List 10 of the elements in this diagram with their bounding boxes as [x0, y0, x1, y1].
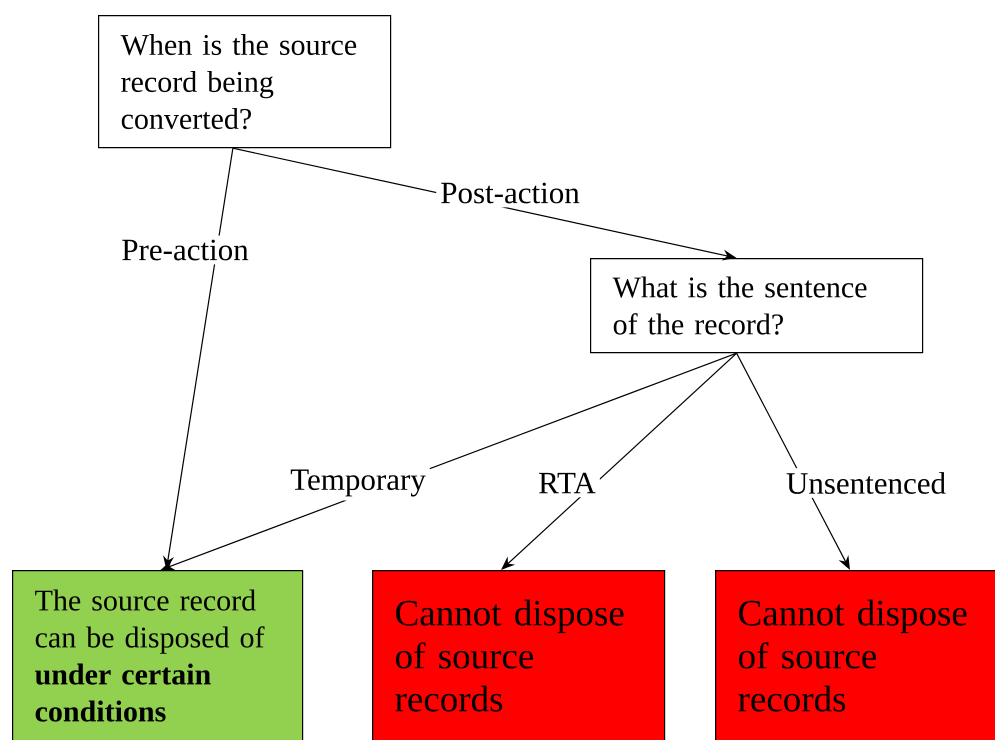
edge-label: Pre-action — [117, 236, 253, 264]
edge-label: RTA — [534, 468, 600, 498]
outcome-box: Cannot dispose of source records — [715, 570, 995, 740]
outcome-box: The source record can be disposed of under certain conditions — [12, 570, 304, 740]
question-box: What is the sentence of the record? — [590, 258, 924, 354]
edge-label: Unsentenced — [782, 468, 950, 498]
edge-label: Post-action — [436, 178, 584, 208]
edge-label: Temporary — [286, 466, 430, 500]
outcome-box: Cannot dispose of source records — [372, 570, 666, 740]
question-box: When is the source record being converted? — [98, 15, 392, 148]
